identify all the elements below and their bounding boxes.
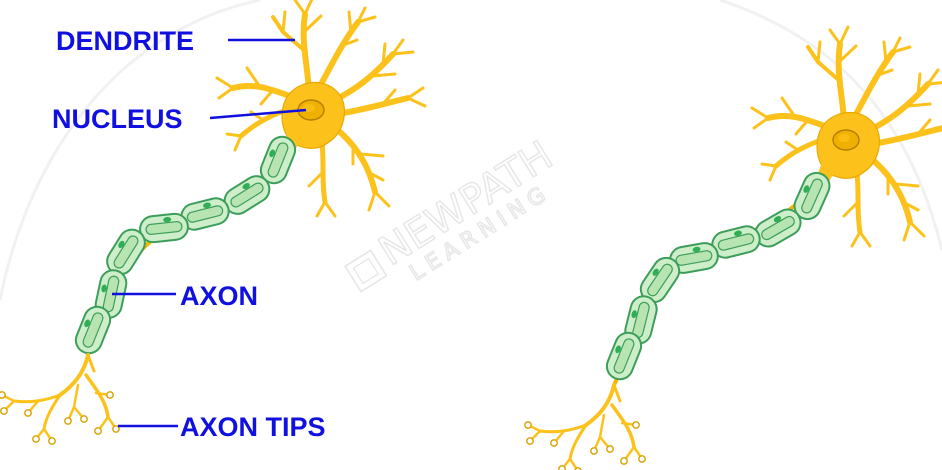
axon-tips-2 (525, 385, 645, 470)
label-dendrite-text: DENDRITE (56, 26, 194, 56)
label-axon-tips: AXON TIPS (118, 412, 326, 442)
label-dendrite: DENDRITE (56, 26, 295, 56)
unlabeled-neuron (525, 27, 942, 470)
labeled-neuron (0, 0, 425, 444)
label-axon-text: AXON (180, 281, 258, 311)
label-nucleus-text: NUCLEUS (52, 104, 183, 134)
watermark-logo (345, 250, 386, 291)
axon-tips (0, 355, 119, 444)
label-axon: AXON (112, 281, 258, 311)
label-axon-tips-text: AXON TIPS (180, 412, 326, 442)
myelin-sheath-2 (603, 169, 834, 383)
watermark: NEWPATH LEARNING (339, 133, 573, 314)
myelin-sheath (72, 133, 299, 357)
